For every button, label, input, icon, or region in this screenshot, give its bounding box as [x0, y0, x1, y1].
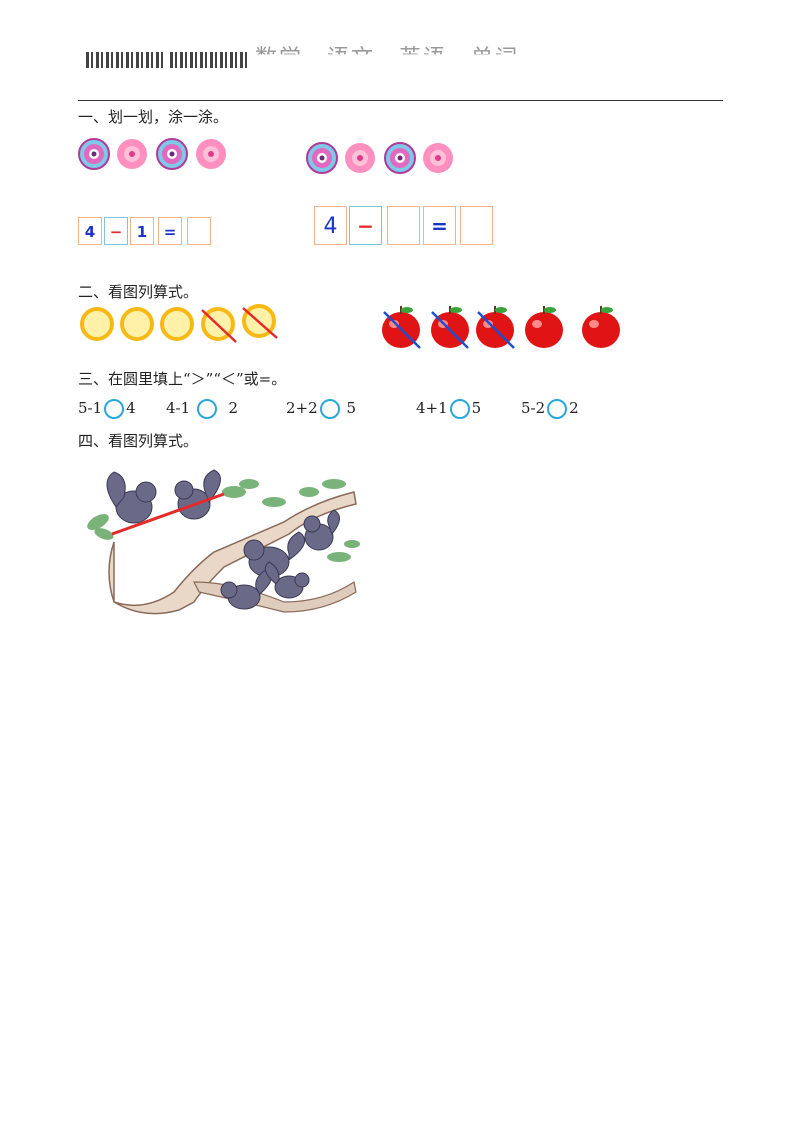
qr-code-icon	[86, 52, 164, 68]
squirrel-icon	[243, 531, 306, 578]
cross-out-line	[477, 311, 515, 349]
pink-flower-icon	[423, 143, 453, 173]
squirrel-icon	[220, 569, 272, 610]
comparison-left: 5-1	[78, 399, 103, 417]
blue-flower-icon	[306, 142, 338, 174]
pink-flower-icon	[345, 143, 375, 173]
equation-box: =	[158, 217, 182, 245]
equation-box: −	[104, 217, 128, 245]
cross-out-line	[242, 307, 278, 339]
apple-icon	[525, 306, 563, 348]
squirrel-icon	[106, 471, 157, 524]
comparison-left: 5-2	[521, 399, 546, 417]
compare-circle[interactable]	[104, 399, 125, 419]
comparison-item: 4-1 2	[166, 399, 238, 419]
pink-flower-icon	[117, 139, 147, 169]
comparison-left: 4-1	[166, 399, 191, 417]
answer-box[interactable]	[187, 217, 211, 245]
squirrel-icon	[174, 469, 221, 520]
squirrel-icon	[303, 509, 340, 551]
flowers-right	[306, 142, 453, 174]
compare-circle[interactable]	[319, 399, 340, 419]
cross-out-line	[383, 311, 421, 349]
compare-circle[interactable]	[196, 399, 217, 419]
comparison-right: 2	[569, 399, 579, 417]
header-bar	[78, 40, 723, 101]
coin-icon	[80, 307, 114, 341]
section-1-title: 一、划一划，涂一涂。	[78, 108, 229, 126]
coins-group	[80, 304, 278, 343]
equation-box: 1	[130, 217, 154, 245]
leaves	[87, 479, 360, 562]
blue-flower-icon	[156, 138, 188, 170]
answer-box[interactable]	[387, 206, 420, 245]
equation-box: −	[349, 206, 382, 245]
pink-flower-icon	[196, 139, 226, 169]
comparison-item: 4+1 5	[416, 399, 481, 419]
cross-out-line	[111, 492, 225, 536]
section-3-title: 三、在圆里填上“＞”“＜”或=。	[78, 370, 287, 388]
squirrels-illustration	[87, 469, 360, 615]
cross-out-line	[201, 309, 237, 343]
blue-flower-icon	[384, 142, 416, 174]
comparison-left: 4+1	[416, 399, 448, 417]
section-4-title: 四、看图列算式。	[78, 432, 199, 450]
answer-box[interactable]	[460, 206, 493, 245]
apples-group	[382, 306, 620, 349]
coin-icon	[160, 307, 194, 341]
equation-box: 4	[314, 206, 347, 245]
blue-flower-icon	[78, 138, 110, 170]
section-2-title: 二、看图列算式。	[78, 283, 199, 301]
tree-trunk	[108, 491, 357, 615]
compare-circle[interactable]	[547, 399, 568, 419]
qr-code-icon	[170, 52, 248, 68]
comparison-item: 5-1 4	[78, 399, 136, 419]
comparison-right: 5	[346, 399, 356, 417]
comparison-item: 5-2 2	[521, 399, 579, 419]
flowers-left	[78, 138, 226, 170]
header-title: 数学、语文、英语、单词	[255, 46, 520, 71]
squirrel-icon	[264, 561, 310, 599]
equation-box: 4	[78, 217, 102, 245]
compare-circle[interactable]	[449, 399, 470, 419]
comparison-item: 2+2 5	[286, 399, 356, 419]
comparison-right: 2	[228, 399, 239, 417]
comparison-right: 5	[471, 399, 482, 417]
comparison-left: 2+2	[286, 399, 318, 417]
coin-icon	[120, 307, 154, 341]
comparison-right: 4	[126, 399, 136, 417]
apple-icon	[582, 306, 620, 348]
cross-out-line	[431, 311, 469, 349]
equation-box: =	[423, 206, 456, 245]
